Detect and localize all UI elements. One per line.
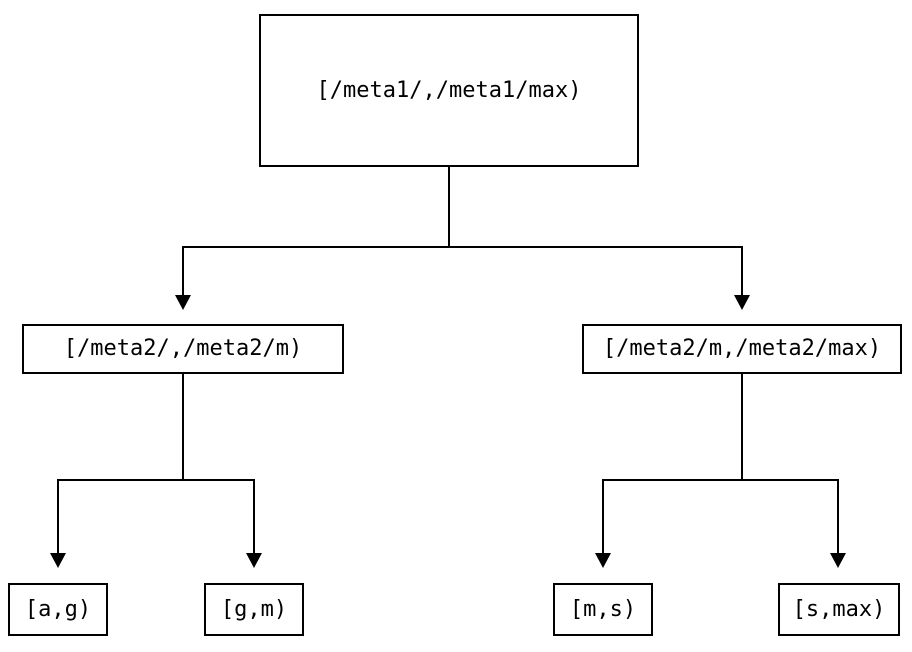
- arrowhead-leaf-ms: [595, 553, 611, 568]
- node-root-range: [/meta1/,/meta1/max): [259, 14, 639, 167]
- node-right-range-label: [/meta2/m,/meta2/max): [602, 336, 882, 361]
- node-leaf-ms: [m,s): [553, 583, 653, 636]
- arrowhead-leaf-ag: [50, 553, 66, 568]
- node-leaf-gm-label: [g,m): [220, 596, 288, 622]
- node-right-range: [/meta2/m,/meta2/max): [582, 324, 902, 374]
- node-leaf-smax: [s,max): [778, 583, 900, 636]
- node-leaf-ag-label: [a,g): [24, 596, 92, 622]
- arrowhead-left-range: [175, 295, 191, 310]
- arrowhead-leaf-gm: [246, 553, 262, 568]
- node-leaf-ag: [a,g): [8, 583, 108, 636]
- node-root-range-label: [/meta1/,/meta1/max): [316, 77, 582, 103]
- node-left-range-label: [/meta2/,/meta2/m): [63, 336, 303, 361]
- node-leaf-gm: [g,m): [204, 583, 304, 636]
- node-leaf-smax-label: [s,max): [792, 596, 886, 622]
- arrowhead-leaf-smax: [830, 553, 846, 568]
- arrowhead-right-range: [734, 295, 750, 310]
- node-leaf-ms-label: [m,s): [569, 596, 637, 622]
- node-left-range: [/meta2/,/meta2/m): [22, 324, 344, 374]
